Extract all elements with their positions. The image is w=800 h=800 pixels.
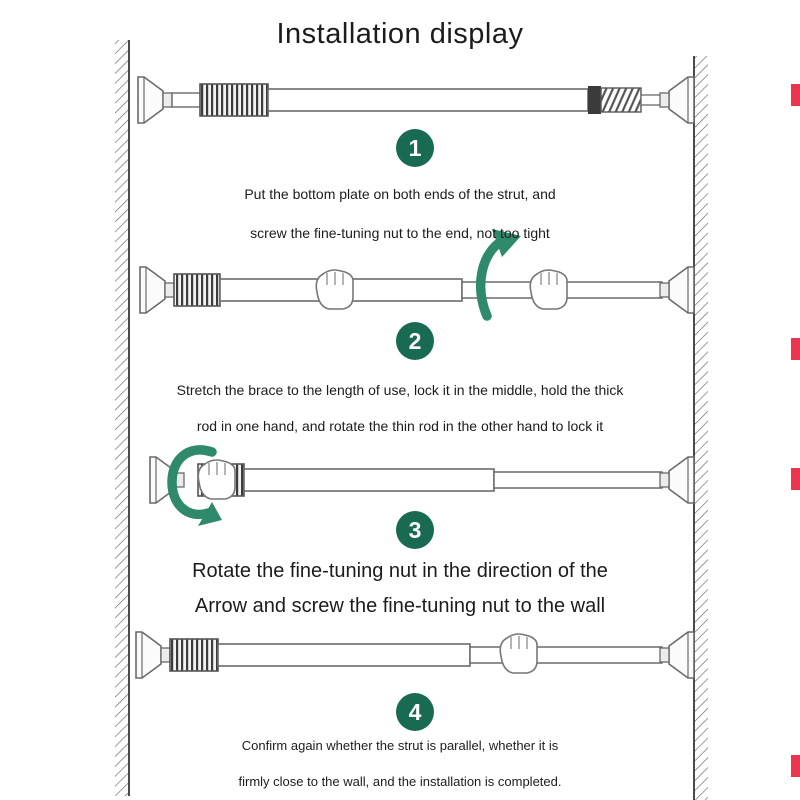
instruction-line: rod in one hand, and rotate the thin rod… (196, 418, 604, 435)
rod-step-1 (137, 76, 695, 124)
rod-step-2 (139, 266, 695, 314)
step-1-instructions: Put the bottom plate on both ends of the… (0, 186, 800, 241)
rod-tube (267, 88, 589, 112)
hand-icon (499, 633, 538, 674)
instruction-line: Confirm again whether the strut is paral… (241, 738, 559, 753)
instruction-line: screw the fine-tuning nut to the end, no… (250, 225, 550, 242)
hand-icon (197, 459, 236, 500)
wall-plate-left (137, 76, 173, 124)
spring-section (600, 87, 642, 113)
thick-rod (217, 643, 471, 667)
edge-marker (791, 84, 800, 106)
instruction-line: Stretch the brace to the length of use, … (176, 382, 624, 398)
hand-icon (315, 269, 354, 310)
wall-plate-right (659, 76, 695, 124)
instruction-line: Put the bottom plate on both ends of the… (244, 186, 556, 202)
step-3-instructions: Rotate the fine-tuning nut in the direct… (0, 560, 800, 618)
wall-plate-right (659, 266, 695, 314)
step-4-badge: 4 (396, 693, 434, 731)
thin-rod (493, 471, 663, 489)
instruction-line: Rotate the fine-tuning nut in the direct… (192, 560, 608, 582)
step-4-instructions: Confirm again whether the strut is paral… (0, 738, 800, 790)
fine-tuning-nut (169, 638, 219, 672)
step-2-badge: 2 (396, 322, 434, 360)
edge-marker (791, 338, 800, 360)
instruction-line: Arrow and screw the fine-tuning nut to t… (194, 595, 606, 617)
wall-plate-left (135, 631, 171, 679)
rod-step-3 (149, 456, 695, 504)
left-wall (115, 40, 130, 796)
wall-plate-left (139, 266, 175, 314)
hand-icon (529, 269, 568, 310)
fine-tuning-nut (199, 83, 269, 117)
rotate-arrow-icon-step-2 (476, 229, 521, 321)
thin-rod (469, 646, 663, 664)
edge-marker (791, 468, 800, 490)
fine-tuning-nut (173, 273, 221, 307)
rotate-arrow-icon-step-3 (167, 445, 222, 526)
wall-plate-right (659, 631, 695, 679)
step-3-badge: 3 (396, 511, 434, 549)
instruction-line: firmly close to the wall, and the instal… (238, 773, 562, 789)
edge-marker (791, 755, 800, 777)
step-2-instructions: Stretch the brace to the length of use, … (0, 382, 800, 434)
step-1-badge: 1 (396, 129, 434, 167)
rod-step-4 (135, 631, 695, 679)
page-title: Installation display (276, 18, 524, 50)
thick-rod (243, 468, 495, 492)
wall-plate-right (659, 456, 695, 504)
